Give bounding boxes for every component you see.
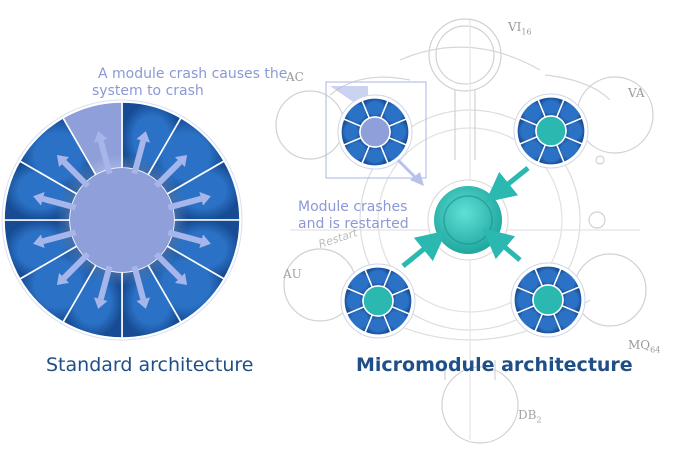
hub-connection-arrow bbox=[401, 230, 447, 268]
crash-spread-arrow bbox=[131, 131, 150, 175]
crash-arrow-shaft bbox=[61, 159, 91, 189]
crash-spread-arrow bbox=[167, 229, 211, 248]
crash-arrow-shaft bbox=[97, 140, 113, 175]
sketch-label-mq: MQ64 bbox=[628, 338, 660, 354]
crash-arrow-shaft bbox=[131, 265, 147, 300]
crash-note-line2: system to crash bbox=[92, 83, 204, 99]
sketch-label-va: VA bbox=[628, 86, 645, 100]
sketch-label-mq-text: MQ bbox=[628, 338, 651, 352]
hub-inner-ring bbox=[443, 195, 493, 245]
crash-arrow-head bbox=[56, 273, 69, 286]
caption-standard-architecture: Standard architecture bbox=[46, 354, 254, 376]
crash-spread-arrow bbox=[131, 265, 150, 309]
crash-arrow-head bbox=[199, 192, 211, 206]
module-bottom-right bbox=[510, 262, 586, 338]
crash-spread-arrow bbox=[153, 154, 188, 189]
sketch-label-vi-text: VI bbox=[508, 20, 522, 34]
crash-spread-arrow bbox=[56, 154, 91, 189]
crash-arrow-head bbox=[199, 234, 211, 248]
sketch-label-vi-sub: 16 bbox=[521, 27, 532, 37]
crash-arrow-head bbox=[33, 234, 45, 248]
hub-connection-arrow bbox=[482, 228, 522, 262]
crash-arrow-shaft bbox=[61, 251, 91, 281]
crash-arrow-shaft bbox=[42, 229, 77, 245]
standard-architecture-wheel bbox=[1, 99, 243, 341]
sketch-label-db: DB2 bbox=[518, 408, 542, 424]
sketch-label-au: AU bbox=[283, 267, 302, 281]
crash-arrow-shaft bbox=[167, 195, 202, 211]
crash-highlight-box bbox=[325, 81, 427, 179]
crash-spread-arrow bbox=[167, 192, 211, 211]
crash-arrow-shaft bbox=[131, 140, 147, 175]
crash-arrow-head bbox=[33, 192, 45, 206]
module-core bbox=[359, 116, 391, 148]
crash-arrow-shaft bbox=[42, 195, 77, 211]
crash-arrow-head bbox=[136, 297, 150, 309]
sketch-label-db-text: DB bbox=[518, 408, 537, 422]
crash-spread-arrow bbox=[94, 131, 113, 175]
crash-arrow-head bbox=[94, 131, 108, 143]
crash-arrow-head bbox=[175, 273, 188, 286]
crash-arrow-shaft bbox=[153, 159, 183, 189]
crash-arrow-head bbox=[136, 131, 150, 143]
crash-arrow-shaft bbox=[167, 229, 202, 245]
sketch-label-ac: AC bbox=[286, 70, 304, 84]
crash-arrow-head bbox=[175, 154, 188, 167]
crash-spread-arrow bbox=[94, 265, 113, 309]
micromodule-architecture bbox=[325, 81, 589, 339]
module-bottom-left bbox=[340, 263, 416, 339]
restart-note: Module crashes and is restarted bbox=[298, 199, 409, 233]
crash-arrow-head bbox=[94, 297, 108, 309]
module-core bbox=[532, 284, 564, 316]
restart-arrow-head bbox=[410, 172, 424, 186]
module-core bbox=[362, 285, 394, 317]
crash-spread-arrow bbox=[33, 192, 77, 211]
crash-spread-arrow bbox=[153, 251, 188, 286]
sketch-label-db-sub: 2 bbox=[536, 415, 542, 425]
module-top-right bbox=[513, 93, 589, 169]
module-core bbox=[535, 115, 567, 147]
hub-connection-arrow bbox=[485, 166, 530, 203]
crash-arrow-shaft bbox=[97, 265, 113, 300]
crashed-module bbox=[337, 94, 413, 170]
sketch-label-mq-sub: 64 bbox=[650, 345, 661, 355]
crash-note-line1: A module crash causes the bbox=[98, 66, 288, 82]
restart-note-line2: and is restarted bbox=[298, 216, 409, 232]
crash-arrow-shaft bbox=[153, 251, 183, 281]
sketch-label-vi: VI16 bbox=[508, 20, 532, 36]
caption-micromodule-architecture: Micromodule architecture bbox=[356, 354, 633, 376]
crash-note: A module crash causes the system to cras… bbox=[92, 66, 288, 100]
crash-spread-arrow bbox=[33, 229, 77, 248]
restart-note-line1: Module crashes bbox=[298, 199, 408, 215]
crash-arrow-head bbox=[56, 154, 69, 167]
wheel-core bbox=[70, 168, 174, 272]
crash-spread-arrow bbox=[56, 251, 91, 286]
